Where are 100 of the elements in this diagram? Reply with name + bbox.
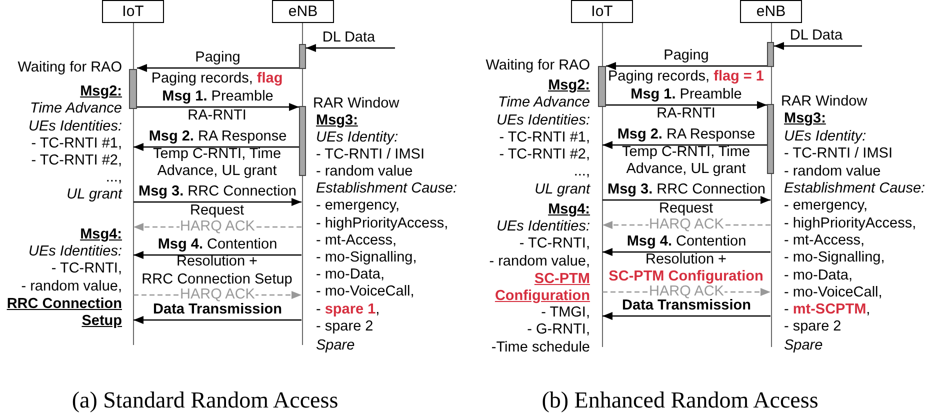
- note-text: - random value,: [21, 278, 122, 296]
- activation-bar: [299, 106, 306, 176]
- edge-label: DL Data: [790, 28, 843, 44]
- activation-bar: [767, 104, 774, 174]
- note-text: - mo-VoiceCall,: [316, 284, 414, 300]
- note-text: RAR Window: [313, 96, 400, 112]
- note-text: - spare 2: [316, 318, 374, 336]
- activation-bar: [129, 69, 137, 109]
- note-heading: Msg4:: [548, 202, 590, 218]
- edge-label: Msg 1. Preamble: [162, 88, 274, 106]
- note-text: UEs Identity:: [316, 130, 398, 146]
- note-text: UL grant: [66, 186, 122, 204]
- note-text: - mt-Access,: [784, 232, 865, 250]
- note-text: - TC-RNTI #1,: [31, 136, 122, 152]
- note-text: - spare 1,: [316, 302, 380, 318]
- note-text: - mo-Data,: [316, 266, 384, 284]
- note-heading: Msg3:: [784, 110, 826, 128]
- note-text: Paging records, flag: [151, 70, 283, 88]
- note-text: Paging records, flag = 1: [608, 68, 764, 86]
- edge-label: Msg 2. RA Response: [148, 128, 287, 146]
- note-text: UL grant: [534, 182, 590, 198]
- edge-label: Msg 3. RRC Connection: [138, 184, 296, 200]
- note-text: ...,: [574, 164, 590, 180]
- message-arrow: [602, 196, 770, 204]
- participant-box: IoT: [571, 0, 633, 23]
- note-text: ...,: [106, 170, 122, 186]
- message-arrow: [137, 64, 299, 72]
- note-heading: SC-PTM Configuration: [494, 271, 590, 305]
- note-text: Waiting for RAO: [18, 60, 122, 76]
- note-heading: Msg2:: [548, 78, 590, 94]
- message-arrow: [134, 143, 299, 151]
- message-arrow: [774, 42, 862, 50]
- message-arrow: [602, 312, 770, 320]
- note-text: - TC-RNTI #1,: [499, 130, 590, 146]
- note-text: Time Advance: [30, 100, 122, 118]
- note-text: UEs Identities:: [28, 118, 122, 136]
- note-text: -Time schedule: [491, 340, 590, 356]
- note-text: - mt-SCPTM,: [784, 302, 870, 318]
- note-text: RA-RNTI: [188, 108, 246, 124]
- note-text: - TC-RNTI / IMSI: [784, 146, 892, 162]
- note-text: - spare 2: [784, 318, 842, 336]
- note-text: Temp C-RNTI, Time Advance, UL grant: [152, 146, 282, 180]
- note-heading: Msg3:: [316, 112, 358, 130]
- note-text: - TC-RNTI #2,: [31, 152, 122, 170]
- edge-label: Msg 4. Contention: [158, 236, 278, 254]
- edge-label: Msg 3. RRC Connection: [608, 182, 766, 198]
- edge-label: HARQ ACK: [179, 218, 256, 236]
- message-text: SC-PTM Configuration: [608, 268, 764, 285]
- message-arrow: [137, 103, 299, 111]
- note-text: - TC-RNTI / IMSI: [316, 146, 424, 164]
- message-arrow: [134, 198, 302, 206]
- note-text: - random value: [784, 164, 881, 180]
- note-text: - emergency,: [316, 198, 400, 214]
- note-text: Resolution +: [646, 252, 726, 268]
- note-text: UEs Identities:: [496, 218, 590, 236]
- edge-label: Data Transmission: [622, 298, 751, 314]
- activation-bar: [299, 44, 306, 69]
- note-text: - mo-Signalling,: [316, 250, 417, 266]
- note-text: Spare: [316, 338, 355, 354]
- note-text: Establishment Cause:: [316, 180, 458, 198]
- note-text: Resolution +: [176, 254, 258, 270]
- edge-label: DL Data: [322, 30, 376, 46]
- edge-label: Data Transmission: [153, 302, 282, 318]
- edge-label: Msg 4. Contention: [626, 234, 746, 250]
- note-text: - TMGI,: [541, 304, 590, 322]
- message-arrow: [602, 248, 770, 256]
- note-text: - emergency,: [784, 198, 868, 214]
- participant-box: eNB: [740, 0, 802, 23]
- note-text: - TC-RNTI #2,: [499, 146, 590, 164]
- note-text: Waiting for RAO: [486, 58, 590, 74]
- note-text: UEs Identities:: [496, 112, 590, 130]
- activation-bar: [767, 42, 774, 67]
- edge-label: Msg 2. RA Response: [617, 126, 756, 144]
- note-text: RA-RNTI: [656, 106, 716, 122]
- note-text: - highPriorityAccess,: [316, 216, 448, 232]
- note-text: - TC-RNTI,: [519, 236, 590, 252]
- note-text: RRC Connection Setup: [142, 272, 292, 288]
- note-text: Request: [659, 200, 713, 218]
- note-text: Time Advance: [498, 94, 590, 112]
- edge-label: HARQ ACK: [648, 216, 725, 234]
- note-text: - G-RNTI,: [527, 322, 590, 338]
- note-text: Temp C-RNTI, Time Advance, UL grant: [620, 144, 752, 178]
- message-arrow: [134, 316, 302, 324]
- edge-label: Paging: [195, 50, 240, 66]
- note-text: UEs Identity:: [784, 128, 866, 146]
- note-heading: RRC Connection Setup: [6, 296, 122, 330]
- note-text: Spare: [784, 338, 823, 354]
- note-text: - mo-Data,: [784, 268, 852, 284]
- participant-box: IoT: [102, 0, 164, 23]
- note-heading: Msg2:: [80, 84, 122, 100]
- edge-label: Paging: [664, 48, 709, 64]
- note-text: UEs Identities:: [28, 244, 122, 260]
- activation-bar: [598, 66, 606, 107]
- message-arrow: [602, 141, 767, 149]
- edge-label: HARQ ACK: [179, 286, 256, 304]
- edge-label: HARQ ACK: [648, 284, 725, 300]
- note-text: - highPriorityAccess,: [784, 216, 916, 232]
- note-text: - mo-Signalling,: [784, 250, 885, 266]
- note-text: - random value: [316, 164, 413, 180]
- note-heading: Msg4:: [80, 226, 122, 244]
